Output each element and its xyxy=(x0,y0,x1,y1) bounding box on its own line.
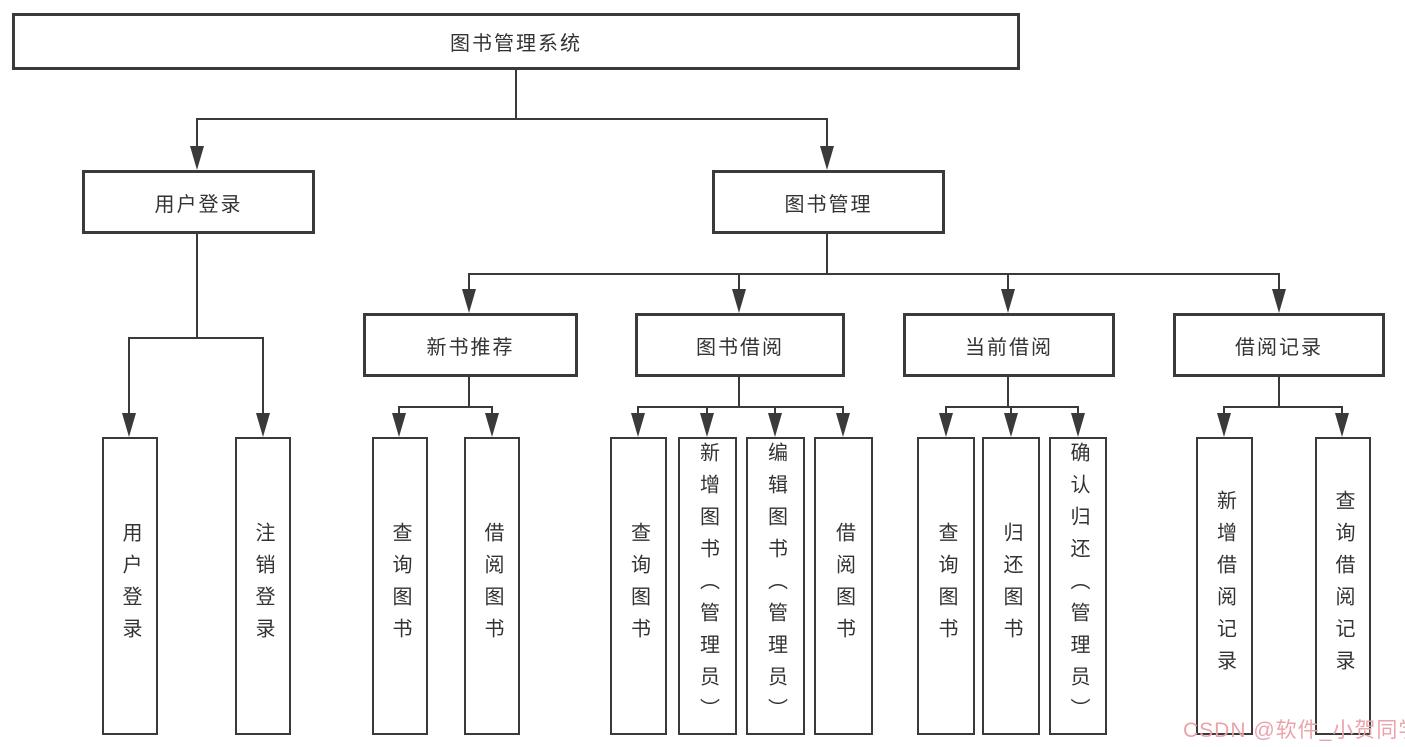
node-leaf-query-book-rec-label: 查询图书 xyxy=(389,522,411,650)
node-leaf-confirm-return: 确认归还（管理员） xyxy=(1049,437,1107,735)
connector-line xyxy=(468,273,1280,275)
arrow-down-icon xyxy=(1335,413,1349,437)
connector-line xyxy=(196,118,198,152)
connector-line xyxy=(468,273,470,295)
connector-line xyxy=(128,337,264,339)
node-leaf-user-login: 用户登录 xyxy=(102,437,158,735)
connector-line xyxy=(1077,406,1079,418)
node-leaf-edit-book-label: 编辑图书（管理员） xyxy=(764,442,787,730)
node-book-borrow-label: 图书借阅 xyxy=(696,336,784,359)
arrow-down-icon xyxy=(939,413,953,437)
connector-line xyxy=(196,118,828,120)
connector-line xyxy=(196,234,198,339)
connector-line xyxy=(398,406,493,408)
node-leaf-query-book-borrow-label: 查询图书 xyxy=(627,522,650,650)
node-new-book-rec: 新书推荐 xyxy=(363,313,578,377)
node-leaf-query-book-current: 查询图书 xyxy=(917,437,975,735)
arrow-down-icon xyxy=(462,289,476,313)
node-user-login: 用户登录 xyxy=(82,170,315,234)
connector-line xyxy=(1010,406,1012,418)
connector-line xyxy=(738,377,740,408)
connector-line xyxy=(1223,406,1343,408)
arrow-down-icon xyxy=(1217,413,1231,437)
node-borrow-records: 借阅记录 xyxy=(1173,313,1385,377)
arrow-down-icon xyxy=(1001,289,1015,313)
connector-line xyxy=(637,406,639,418)
node-leaf-query-record: 查询借阅记录 xyxy=(1315,437,1371,735)
arrow-down-icon xyxy=(190,146,204,170)
node-root: 图书管理系统 xyxy=(12,13,1020,70)
connector-line xyxy=(945,406,947,418)
connector-line xyxy=(826,118,828,152)
arrow-down-icon xyxy=(700,413,714,437)
node-leaf-user-login-label: 用户登录 xyxy=(119,522,141,650)
node-leaf-logout-label: 注销登录 xyxy=(252,522,274,650)
connector-line xyxy=(774,406,776,418)
arrow-down-icon xyxy=(1272,289,1286,313)
node-leaf-add-record-label: 新增借阅记录 xyxy=(1213,490,1236,682)
connector-line xyxy=(1007,273,1009,295)
connector-line xyxy=(738,273,740,295)
node-leaf-return-book-label: 归还图书 xyxy=(1000,522,1022,650)
arrow-down-icon xyxy=(122,413,136,437)
node-leaf-logout: 注销登录 xyxy=(235,437,291,735)
node-leaf-borrow-book-label: 借阅图书 xyxy=(832,522,855,650)
connector-line xyxy=(842,406,844,418)
node-leaf-query-record-label: 查询借阅记录 xyxy=(1332,490,1354,682)
connector-line xyxy=(1278,377,1280,408)
arrow-down-icon xyxy=(1004,413,1018,437)
node-leaf-confirm-return-label: 确认归还（管理员） xyxy=(1067,442,1089,730)
connector-line xyxy=(491,406,493,418)
connector-line xyxy=(945,406,1079,408)
node-current-borrow-label: 当前借阅 xyxy=(965,336,1053,359)
connector-line xyxy=(468,377,470,408)
arrow-down-icon xyxy=(256,413,270,437)
node-leaf-borrow-book: 借阅图书 xyxy=(814,437,873,735)
connector-line xyxy=(826,234,828,275)
connector-line xyxy=(128,337,130,419)
node-leaf-borrow-book-rec: 借阅图书 xyxy=(464,437,520,735)
node-leaf-borrow-book-rec-label: 借阅图书 xyxy=(481,522,503,650)
node-book-mgmt: 图书管理 xyxy=(712,170,945,234)
arrow-down-icon xyxy=(820,146,834,170)
node-leaf-return-book: 归还图书 xyxy=(982,437,1040,735)
node-leaf-add-record: 新增借阅记录 xyxy=(1196,437,1253,735)
arrow-down-icon xyxy=(631,413,645,437)
node-user-login-label: 用户登录 xyxy=(154,193,243,216)
node-book-borrow: 图书借阅 xyxy=(635,313,845,377)
connector-line xyxy=(706,406,708,418)
arrow-down-icon xyxy=(732,289,746,313)
connector-line xyxy=(1223,406,1225,418)
node-book-mgmt-label: 图书管理 xyxy=(784,193,873,216)
connector-line xyxy=(1341,406,1343,418)
arrow-down-icon xyxy=(768,413,782,437)
connector-line xyxy=(515,70,517,118)
arrow-down-icon xyxy=(836,413,850,437)
connector-line xyxy=(262,337,264,419)
arrow-down-icon xyxy=(485,413,499,437)
connector-line xyxy=(398,406,400,418)
node-leaf-add-book-label: 新增图书（管理员） xyxy=(696,442,719,730)
arrow-down-icon xyxy=(1071,413,1085,437)
node-leaf-query-book-borrow: 查询图书 xyxy=(610,437,667,735)
node-leaf-edit-book: 编辑图书（管理员） xyxy=(746,437,805,735)
connector-line xyxy=(1278,273,1280,295)
node-root-label: 图书管理系统 xyxy=(450,33,582,55)
node-leaf-query-book-current-label: 查询图书 xyxy=(935,522,957,650)
node-leaf-add-book: 新增图书（管理员） xyxy=(678,437,737,735)
watermark: CSDN @软件_小贺同学 xyxy=(1183,719,1405,742)
connector-line xyxy=(1007,377,1009,408)
connector-line xyxy=(637,406,844,408)
node-leaf-query-book-rec: 查询图书 xyxy=(372,437,428,735)
node-new-book-rec-label: 新书推荐 xyxy=(426,336,515,359)
node-current-borrow: 当前借阅 xyxy=(903,313,1115,377)
arrow-down-icon xyxy=(392,413,406,437)
node-borrow-records-label: 借阅记录 xyxy=(1235,336,1323,359)
